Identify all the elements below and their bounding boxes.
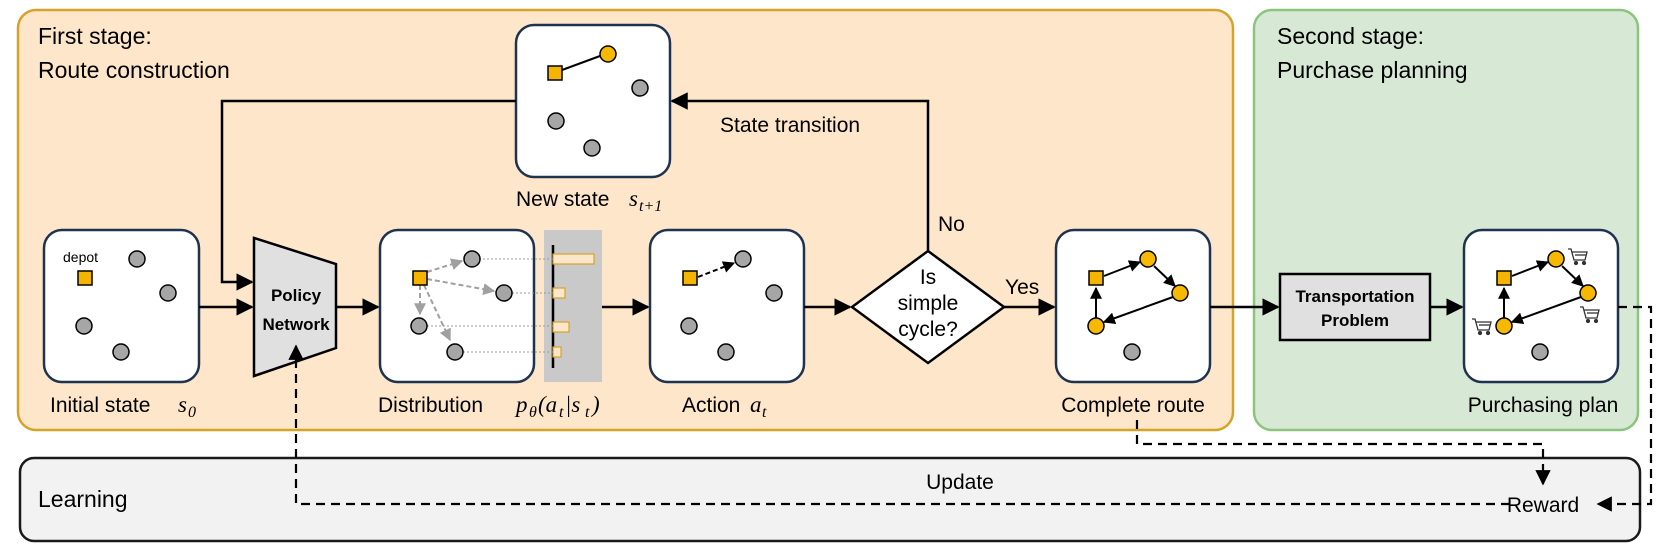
customer-icon <box>112 343 130 361</box>
customer-icon <box>75 317 93 335</box>
distribution-caption: Distribution <box>378 394 483 417</box>
shopping-cart-icon <box>1472 318 1492 336</box>
stage1-title-line2: Route construction <box>38 57 230 83</box>
learning-panel <box>18 456 1642 543</box>
action-node <box>648 228 806 384</box>
customer-icon <box>547 112 565 130</box>
shopping-cart-icon <box>1580 306 1600 324</box>
svg-text:): ) <box>590 392 600 417</box>
transport-line2: Problem <box>1321 311 1389 330</box>
decision-line2: simple <box>898 292 959 315</box>
initial-state-caption: Initial state <box>50 394 150 417</box>
initial-state-symbol: s <box>178 392 187 417</box>
stage2-title-line2: Purchase planning <box>1277 57 1468 83</box>
update-label: Update <box>926 471 994 494</box>
customer-icon <box>410 317 428 335</box>
customer-visited-icon <box>1547 250 1565 268</box>
purchasing-plan-caption: Purchasing plan <box>1468 394 1619 417</box>
depot-icon <box>412 270 428 286</box>
learning-label: Learning <box>38 486 128 512</box>
decision-node: Is simple cycle? <box>849 249 1007 365</box>
action-symbol: a <box>750 392 762 417</box>
customer-icon <box>717 343 735 361</box>
new-state-caption: New state <box>516 188 609 211</box>
customer-icon <box>680 317 698 335</box>
customer-visited-icon <box>1087 317 1105 335</box>
state-transition-label: State transition <box>720 114 860 137</box>
depot-icon <box>1088 270 1104 286</box>
customer-visited-icon <box>1171 284 1189 302</box>
customer-icon <box>463 250 481 268</box>
customer-icon <box>1531 343 1549 361</box>
customer-visited-icon <box>1579 284 1597 302</box>
no-label: No <box>938 213 965 236</box>
customer-visited-icon <box>1495 317 1513 335</box>
customer-icon <box>631 79 649 97</box>
svg-text:t: t <box>585 404 590 421</box>
learning-arrows <box>288 305 1653 512</box>
customer-icon <box>1123 343 1141 361</box>
initial-state-node: depot <box>42 228 201 384</box>
shopping-cart-icon <box>1568 248 1588 266</box>
svg-text:θ: θ <box>529 404 537 421</box>
svg-text:t: t <box>559 404 564 421</box>
depot-icon <box>77 270 93 286</box>
customer-icon <box>159 284 177 302</box>
depot-icon <box>1496 270 1512 286</box>
purchasing-plan-node <box>1462 228 1620 384</box>
initial-state-subscript: 0 <box>188 404 196 421</box>
customer-icon <box>765 284 783 302</box>
complete-route-caption: Complete route <box>1061 394 1205 417</box>
customer-icon <box>734 250 752 268</box>
svg-text:(a: (a <box>538 392 557 417</box>
new-state-subscript: t+1 <box>639 198 662 215</box>
policy-line2: Network <box>262 315 330 334</box>
customer-visited-icon <box>599 45 617 63</box>
depot-icon <box>682 270 698 286</box>
depot-icon <box>547 65 563 81</box>
action-subscript: t <box>762 404 767 421</box>
new-state-node <box>514 23 672 179</box>
flow-arrows <box>199 92 1464 316</box>
policy-network-node: Policy Network <box>252 236 338 378</box>
stage2-title-line1: Second stage: <box>1277 23 1424 49</box>
transport-node: Transportation Problem <box>1278 272 1432 342</box>
action-caption: Action <box>682 394 740 417</box>
svg-text:|s: |s <box>565 392 580 417</box>
new-state-symbol: s <box>629 186 638 211</box>
depot-label: depot <box>63 249 98 265</box>
transport-line1: Transportation <box>1295 287 1414 306</box>
yes-label: Yes <box>1005 276 1039 299</box>
decision-line1: Is <box>920 266 936 289</box>
customer-icon <box>128 250 146 268</box>
distribution-node <box>378 228 602 384</box>
stage1-title-line1: First stage: <box>38 23 152 49</box>
complete-route-node <box>1054 228 1212 384</box>
customer-icon <box>495 284 513 302</box>
policy-line1: Policy <box>271 286 322 305</box>
decision-line3: cycle? <box>898 318 958 341</box>
customer-icon <box>583 139 601 157</box>
reward-label: Reward <box>1507 494 1579 517</box>
customer-visited-icon <box>1139 250 1157 268</box>
distribution-formula: p θ (a t |s t ) <box>514 392 600 421</box>
svg-text:p: p <box>514 392 528 417</box>
customer-icon <box>446 343 464 361</box>
